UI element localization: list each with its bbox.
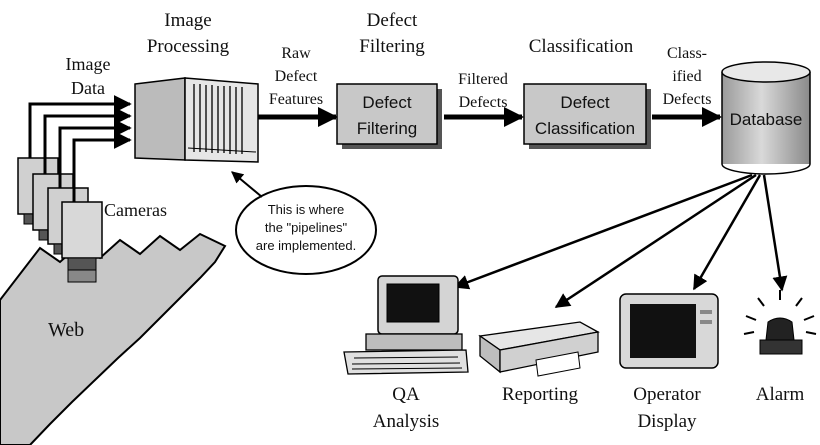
filtered-label-2: Defects [459,94,508,111]
callout-line-1: This is where [268,202,345,217]
raw-label-1: Raw [281,45,311,62]
defect-filtering-text-1: Defect [362,93,411,112]
web-surface [0,232,227,445]
camera [61,201,103,283]
alarm-label: Alarm [756,384,805,405]
output-arrows [453,173,788,309]
image-processing-label-1: Image [164,10,211,31]
classified-label-2: ified [672,68,701,85]
database-text: Database [730,110,803,129]
defect-filtering-box [336,83,442,149]
printer-icon [478,321,600,377]
reporting-label: Reporting [502,384,578,405]
image-data-arrows [28,95,132,202]
cameras [17,157,103,283]
operator-label-1: Operator [633,384,701,405]
qa-label-2: Analysis [373,411,440,432]
callout-line-3: are implemented. [256,238,356,253]
image-data-label-1: Image [66,54,111,74]
callout-pointer [231,171,263,198]
image-processor-rack [134,77,259,163]
classified-label-3: Defects [663,91,712,108]
defect-classification-text-1: Defect [560,93,609,112]
defect-filtering-header-2: Filtering [359,36,425,57]
image-data-label-2: Data [71,78,105,98]
monitor-icon [619,293,719,369]
web-label: Web [48,319,84,341]
database-cylinder [721,61,811,175]
defect-filtering-text-2: Filtering [357,119,417,138]
pipelines-callout [235,185,377,275]
qa-computer-icon [343,275,469,375]
operator-label-2: Display [637,411,697,432]
defect-classification-text-2: Classification [535,119,635,138]
raw-label-2: Defect [275,68,318,85]
raw-label-3: Features [269,91,323,108]
filtered-label-1: Filtered [458,71,508,88]
alarm-light-icon [743,290,817,355]
qa-label-1: QA [392,384,420,405]
image-processing-label-2: Processing [147,36,230,57]
callout-line-2: the "pipelines" [265,220,348,235]
defect-filtering-header-1: Defect [367,10,418,31]
defect-classification-box [523,83,651,149]
classification-header: Classification [529,36,634,57]
classified-label-1: Class- [667,45,707,62]
cameras-label: Cameras [104,200,167,220]
